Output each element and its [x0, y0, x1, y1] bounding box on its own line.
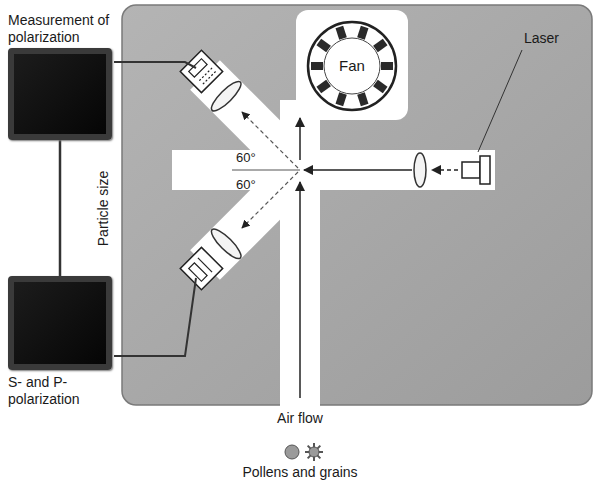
laser-source [304, 153, 490, 187]
upper-detector [177, 47, 245, 115]
air-channels [172, 75, 495, 410]
airflow-arrow [299, 182, 301, 398]
signal-cable [59, 140, 62, 276]
fan-compartment [296, 10, 408, 120]
airflow-arrow [299, 118, 301, 160]
angle-label: 60° [236, 149, 256, 166]
component-label: Laser [524, 30, 559, 47]
flow-label: Air flow [277, 410, 323, 427]
reference-axis [232, 170, 300, 171]
grain-symbol [305, 443, 323, 461]
monitor-label: S- and P- polarization [8, 374, 138, 408]
leader-line [478, 50, 522, 152]
particle-label: Pollens and grains [242, 464, 357, 481]
display-monitor: Measurement of polarization [8, 48, 112, 140]
signal-wire [114, 62, 196, 68]
pollen-symbol [285, 445, 299, 459]
monitor-label: Measurement of polarization [8, 12, 138, 46]
edge-label: Particle size [96, 170, 113, 245]
fan-label: Fan [306, 57, 398, 74]
angle-label: 60° [236, 176, 256, 193]
lower-detector [177, 225, 245, 293]
signal-wire [114, 278, 196, 356]
display-monitor: S- and P- polarization [8, 276, 112, 370]
fan-node: Fan [306, 20, 398, 112]
